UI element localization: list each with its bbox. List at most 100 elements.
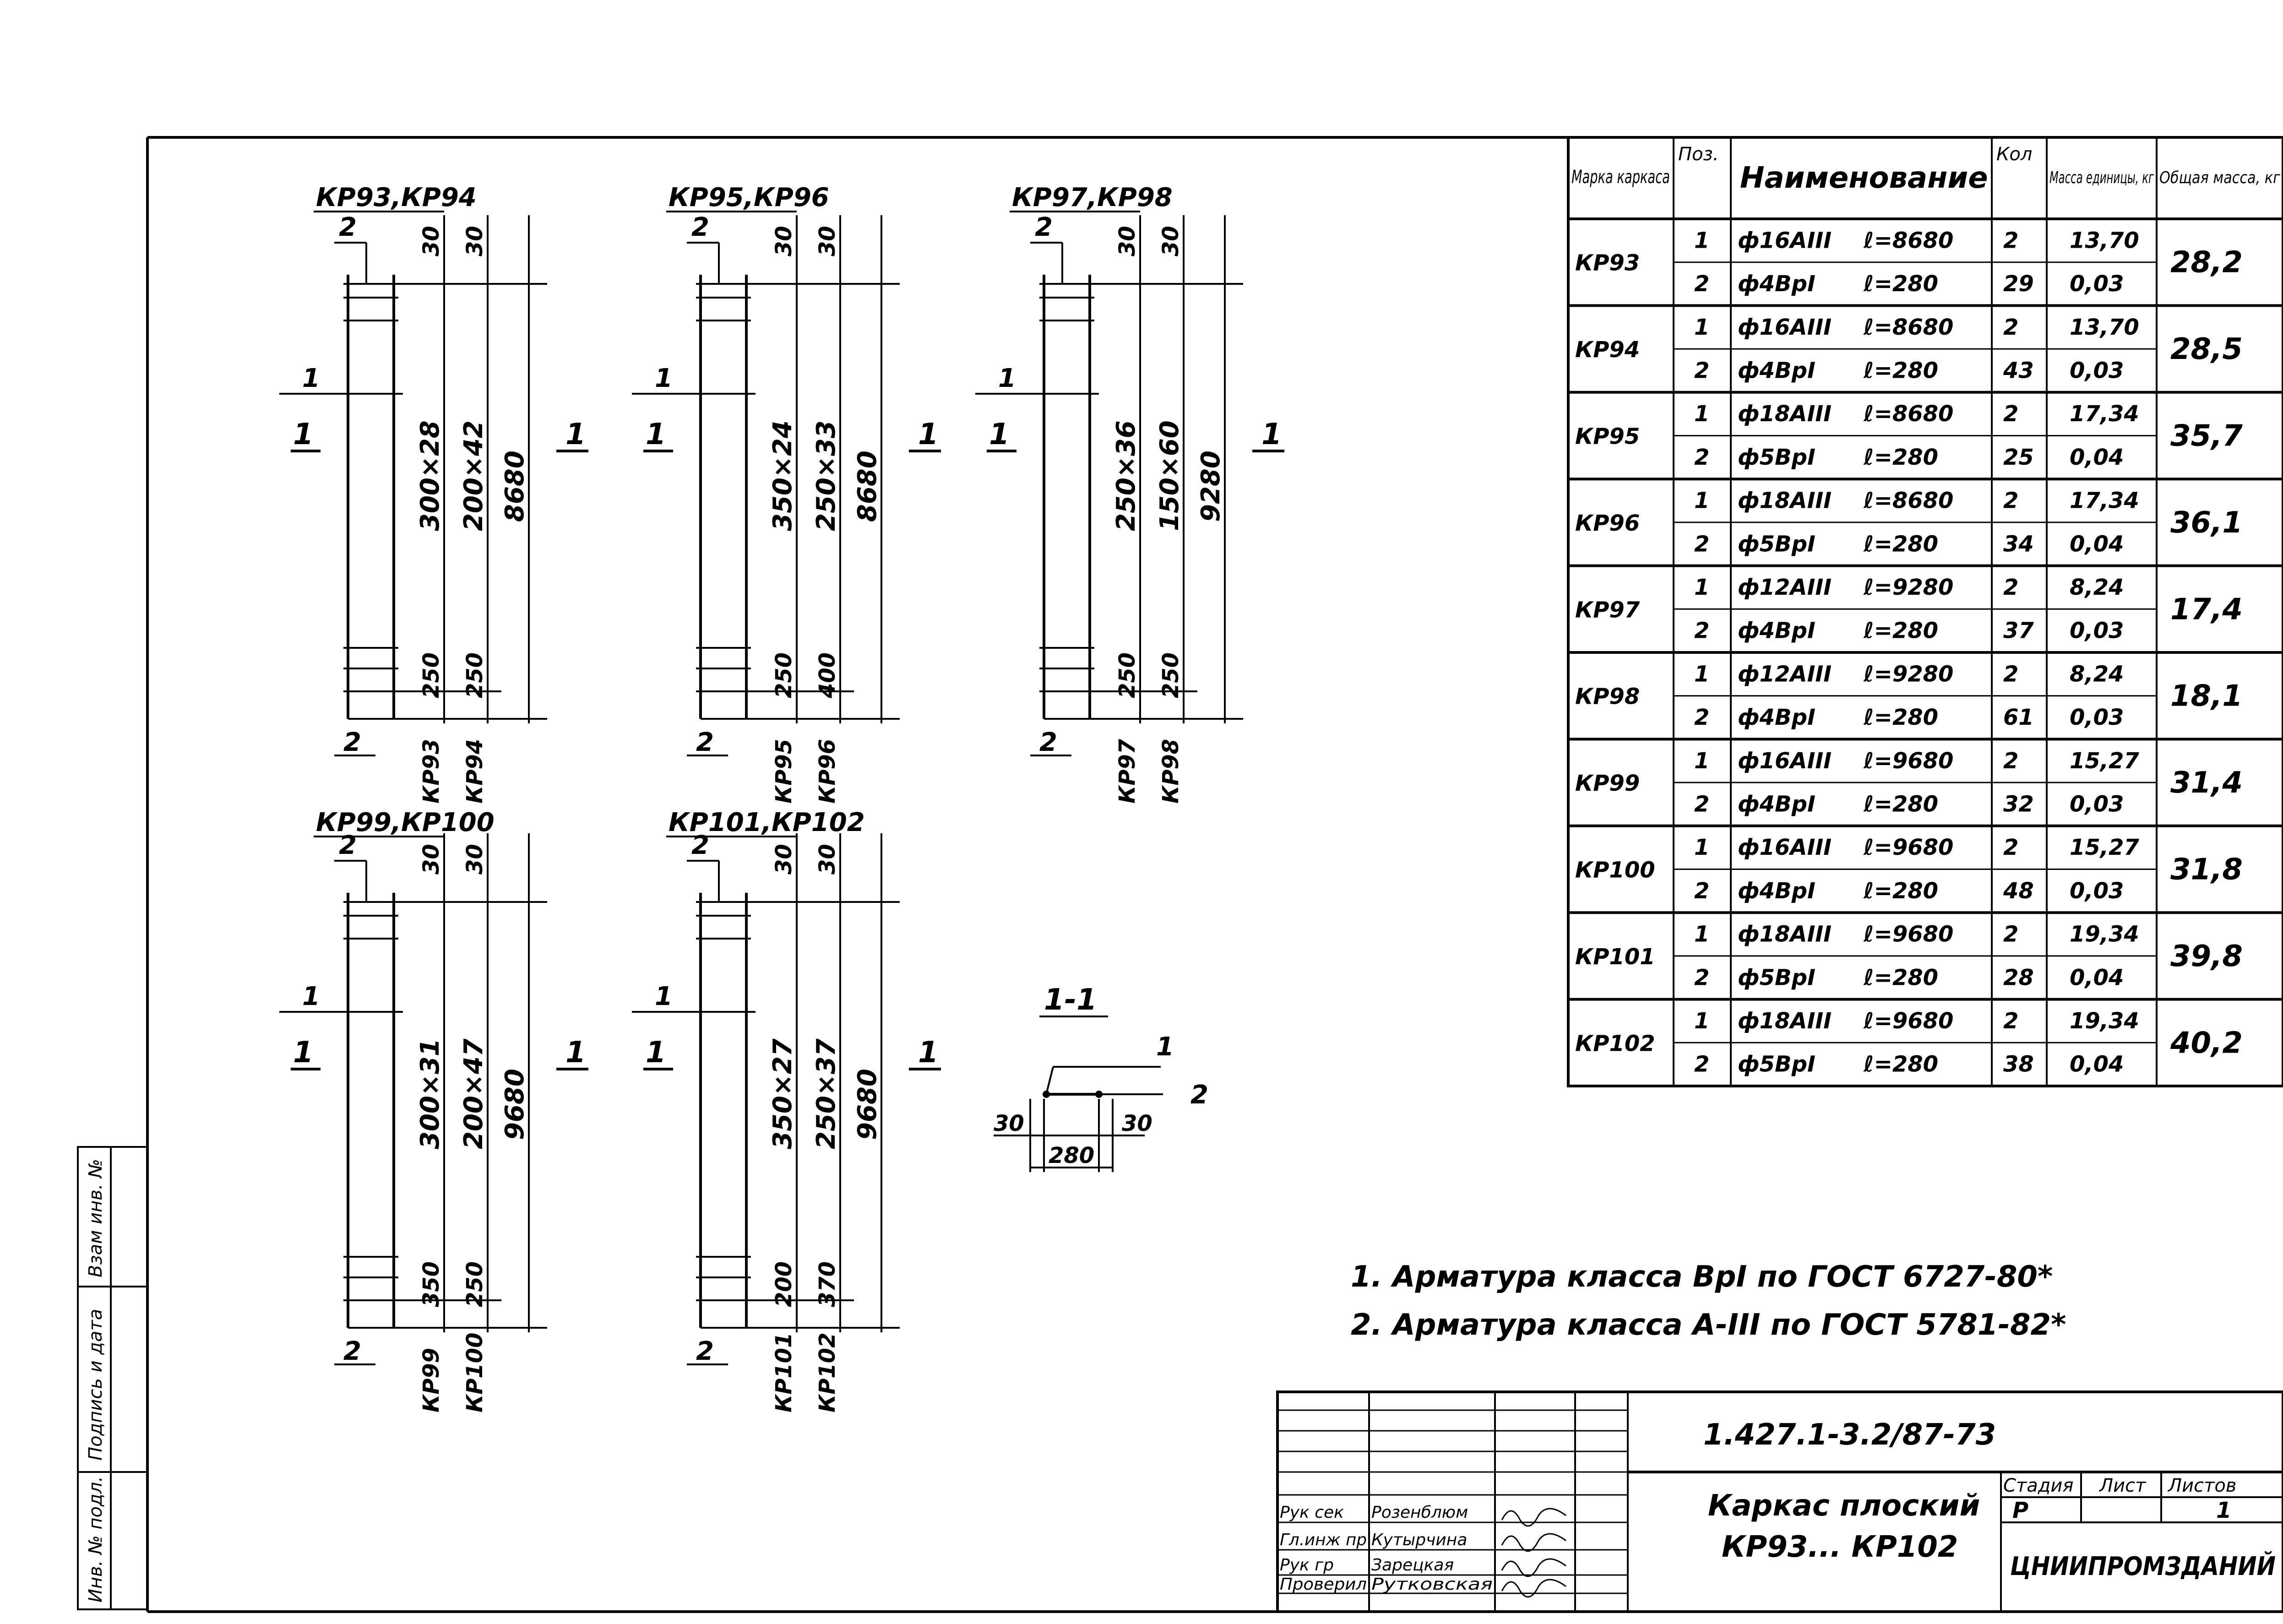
item-pos: 1 [1694, 835, 1709, 860]
item-pos: 2 [1694, 358, 1709, 383]
dim-top-a: 30 [419, 226, 444, 256]
section-1-1: 1-1 1 2 30 280 30 [994, 983, 1208, 1172]
dim-bottom-a: 250 [1114, 652, 1140, 698]
row-mark: КР96 [1575, 511, 1640, 536]
item-qty: 2 [2003, 922, 2018, 947]
item-name: ф18АIII [1738, 922, 1832, 947]
row-mark: КР99 [1575, 771, 1640, 796]
dim-top-b: 30 [462, 844, 488, 874]
dim-bottom-a: 250 [771, 652, 797, 698]
item-length: ℓ=8680 [1863, 401, 1953, 427]
frame-mark-a: КР99 [419, 1348, 444, 1412]
section-bar-dot-left [1043, 1091, 1050, 1098]
item-pos: 1 [1694, 488, 1709, 514]
item-unit-mass: 0,04 [2070, 965, 2124, 990]
dim-top-b: 30 [815, 226, 840, 256]
stamp-stage: Р [2012, 1498, 2028, 1523]
item-unit-mass: 8,24 [2070, 575, 2124, 600]
item-name: ф5ВрI [1738, 445, 1816, 470]
item-length: ℓ=9680 [1863, 748, 1953, 774]
row-mark: КР95 [1575, 424, 1640, 450]
item-unit-mass: 0,04 [2070, 531, 2124, 557]
dim-top-a: 30 [419, 844, 444, 874]
item-name: ф4ВрI [1738, 358, 1816, 383]
item-qty: 61 [2003, 705, 2034, 730]
dim-spacing-a: 350×24 [768, 420, 798, 531]
item-pos: 2 [1694, 705, 1709, 730]
frame-pos-bottom: 2 [343, 728, 361, 757]
item-length: ℓ=280 [1863, 1052, 1938, 1077]
section-dim-width: 280 [1049, 1143, 1094, 1168]
item-pos: 1 [1694, 922, 1709, 947]
side-stamp-replace: Взам инв. № [85, 1159, 106, 1277]
dim-spacing-a: 250×36 [1111, 420, 1141, 531]
stamp-role-1: Рук сек [1280, 1503, 1344, 1522]
dim-bottom-a: 250 [419, 652, 444, 698]
stamp-role-4: Проверил [1280, 1575, 1367, 1594]
note-1: 1. Арматура класса ВрI по ГОСТ 6727-80* [1351, 1260, 2053, 1294]
dim-bottom-b: 250 [462, 652, 488, 698]
stamp-role-3: Рук гр [1280, 1556, 1334, 1575]
section-bar-dot-right [1095, 1091, 1103, 1098]
item-length: ℓ=280 [1863, 618, 1938, 644]
item-unit-mass: 0,03 [2070, 358, 2124, 383]
item-length: ℓ=8680 [1863, 488, 1953, 514]
stamp-role-2: Гл.инж пр [1280, 1531, 1367, 1549]
row-total-mass: 39,8 [2170, 940, 2243, 973]
item-name: ф16АIII [1738, 228, 1832, 253]
dim-bottom-a: 350 [419, 1261, 444, 1307]
frame-pos-top: 2 [691, 212, 709, 242]
spec-table: Марка каркаса Поз. Наименование Кол Масс… [1567, 136, 2283, 1087]
item-unit-mass: 15,27 [2070, 835, 2139, 860]
dim-spacing-b: 200×42 [459, 420, 489, 531]
item-unit-mass: 13,70 [2070, 315, 2139, 340]
stamp-code: 1.427.1-3.2/87-73 [1703, 1418, 1996, 1452]
frame-mark-b: КР98 [1158, 739, 1184, 804]
item-name: ф12АIII [1738, 575, 1832, 600]
frame-pos-top: 2 [1035, 212, 1053, 242]
item-name: ф5ВрI [1738, 965, 1816, 990]
item-name: ф16АIII [1738, 748, 1832, 774]
dim-top-b: 30 [1158, 226, 1184, 256]
row-total-mass: 28,2 [2170, 246, 2243, 280]
frame-mark-a: КР95 [771, 739, 797, 804]
item-unit-mass: 0,04 [2070, 1052, 2124, 1077]
row-mark: КР97 [1575, 597, 1640, 623]
frame-mark-b: КР102 [815, 1332, 840, 1412]
row-total-mass: 18,1 [2170, 679, 2243, 713]
item-name: ф5ВрI [1738, 531, 1816, 557]
item-name: ф18АIII [1738, 1008, 1832, 1034]
row-mark: КР100 [1575, 858, 1655, 883]
item-length: ℓ=280 [1863, 271, 1938, 297]
signature-2 [1501, 1533, 1566, 1552]
stamp-name-2: Кутырчина [1371, 1531, 1467, 1549]
item-name: ф16АIII [1738, 835, 1832, 860]
frame-title: КР95,КР96 [669, 183, 829, 212]
header-pos: Поз. [1678, 144, 1719, 165]
side-stamp-inv: Инв. № подл. [85, 1476, 106, 1602]
side-stamp-sign: Подпись и дата [85, 1309, 106, 1461]
item-pos: 2 [1694, 965, 1709, 990]
dim-bottom-b: 370 [815, 1261, 840, 1307]
dim-bottom-b: 250 [462, 1261, 488, 1307]
stamp-stage-label: Стадия [2003, 1475, 2073, 1496]
item-unit-mass: 17,34 [2070, 488, 2139, 514]
frame-pos-mid: 1 [998, 364, 1016, 393]
item-pos: 2 [1694, 531, 1709, 557]
item-length: ℓ=8680 [1863, 315, 1953, 340]
item-unit-mass: 0,03 [2070, 618, 2124, 644]
section-pos-2: 2 [1190, 1080, 1208, 1110]
stamp-title-2: КР93... КР102 [1722, 1530, 1958, 1564]
frame-pos-top: 2 [339, 212, 357, 242]
item-unit-mass: 15,27 [2070, 748, 2139, 774]
section-marker-right: 1 [565, 1036, 586, 1070]
section-marker-right: 1 [918, 1036, 939, 1070]
dim-spacing-a: 350×27 [768, 1038, 798, 1149]
item-unit-mass: 0,03 [2070, 705, 2124, 730]
item-name: ф5ВрI [1738, 1052, 1816, 1077]
dim-top-a: 30 [771, 844, 797, 874]
item-length: ℓ=280 [1863, 531, 1938, 557]
signature-3 [1501, 1558, 1566, 1577]
item-name: ф4ВрI [1738, 271, 1816, 297]
